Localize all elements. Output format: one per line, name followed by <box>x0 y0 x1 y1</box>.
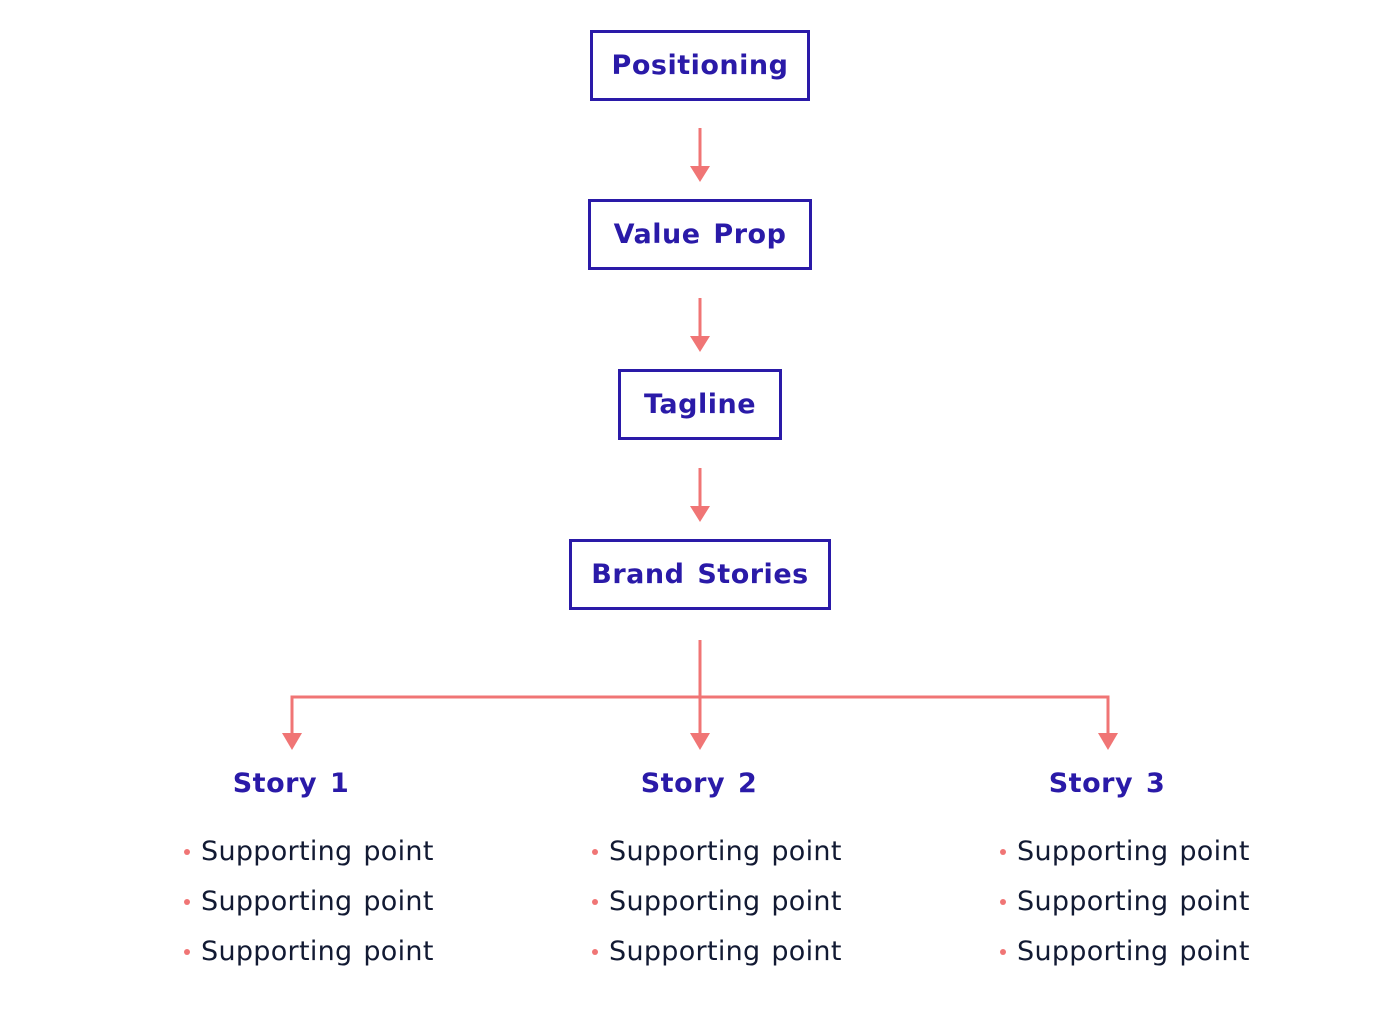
supporting-point: Supporting point <box>609 936 842 967</box>
list-item: Supporting point <box>592 827 842 877</box>
bullet-dot <box>184 849 190 855</box>
node-brand-stories: Brand Stories <box>569 539 831 610</box>
bullet-dot <box>592 949 598 955</box>
bullet-dot <box>184 949 190 955</box>
story-3-points: Supporting point Supporting point Suppor… <box>1000 827 1250 977</box>
story-2-title: Story 2 <box>640 768 758 799</box>
arrow-to-story-3 <box>1098 733 1118 750</box>
supporting-point: Supporting point <box>1017 836 1250 867</box>
story-2-points: Supporting point Supporting point Suppor… <box>592 827 842 977</box>
supporting-point: Supporting point <box>201 836 434 867</box>
supporting-point: Supporting point <box>1017 886 1250 917</box>
story-1-points: Supporting point Supporting point Suppor… <box>184 827 434 977</box>
bullet-dot <box>1000 949 1006 955</box>
supporting-point: Supporting point <box>609 836 842 867</box>
supporting-point: Supporting point <box>201 936 434 967</box>
arrow-value-prop-to-tagline <box>690 298 710 352</box>
bullet-dot <box>1000 849 1006 855</box>
supporting-point: Supporting point <box>609 886 842 917</box>
arrow-positioning-to-value-prop <box>690 128 710 182</box>
list-item: Supporting point <box>184 927 434 977</box>
list-item: Supporting point <box>592 877 842 927</box>
list-item: Supporting point <box>184 877 434 927</box>
node-positioning: Positioning <box>590 30 810 101</box>
supporting-point: Supporting point <box>201 886 434 917</box>
arrow-tagline-to-brand-stories <box>690 468 710 522</box>
story-3-title: Story 3 <box>1048 768 1166 799</box>
list-item: Supporting point <box>1000 927 1250 977</box>
arrow-to-story-1 <box>282 733 302 750</box>
list-item: Supporting point <box>1000 877 1250 927</box>
node-value-prop: Value Prop <box>588 199 812 270</box>
story-1-title: Story 1 <box>232 768 350 799</box>
bullet-dot <box>1000 899 1006 905</box>
list-item: Supporting point <box>1000 827 1250 877</box>
supporting-point: Supporting point <box>1017 936 1250 967</box>
bullet-dot <box>592 899 598 905</box>
list-item: Supporting point <box>184 827 434 877</box>
list-item: Supporting point <box>592 927 842 977</box>
bullet-dot <box>592 849 598 855</box>
arrow-to-story-2 <box>690 697 710 750</box>
bullet-dot <box>184 899 190 905</box>
node-tagline: Tagline <box>618 369 782 440</box>
